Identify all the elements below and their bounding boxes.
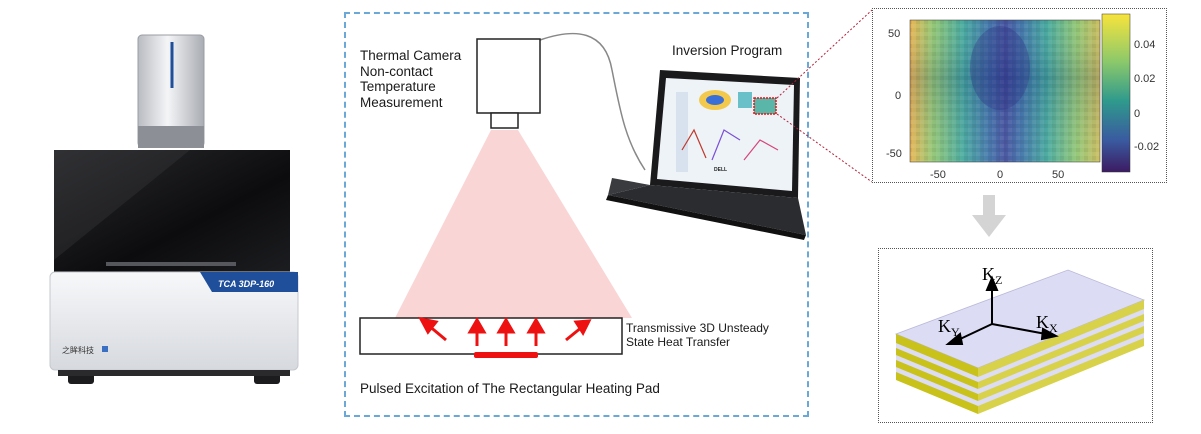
y-tick: -50 (886, 148, 902, 160)
blue-accent (200, 272, 298, 292)
colorbar-tick: 0 (1134, 108, 1140, 120)
colorbar-tick: -0.02 (1134, 141, 1159, 153)
axis-label-z: KZ (982, 264, 1002, 287)
laptop: DELL (606, 70, 806, 240)
y-tick: 0 (895, 90, 901, 102)
callout-line-bottom (776, 113, 873, 183)
callout-line-top (776, 9, 873, 99)
heating-pad-label: Pulsed Excitation of The Rectangular Hea… (360, 381, 660, 396)
axis-y (957, 323, 993, 341)
heatmap-thumbnail (753, 97, 777, 115)
axis-label-y: KY (938, 316, 960, 339)
colorbar-tick: 0.02 (1134, 73, 1155, 85)
brand-logo-icon (102, 346, 108, 352)
thermal-camera-body (476, 38, 541, 114)
experiment-schematic-panel (344, 12, 809, 417)
x-tick: 50 (1052, 169, 1064, 181)
y-tick: 50 (888, 28, 900, 40)
thermal-view-cone (395, 130, 632, 318)
program-label: Inversion Program (672, 43, 783, 58)
heating-pad (474, 352, 538, 358)
model-label: TCA 3DP-160 (218, 279, 274, 289)
camera-cable (539, 32, 646, 171)
brand-text: 之眸科技 (62, 345, 94, 355)
camera-label: Thermal Camera Non-contact Temperature M… (360, 48, 462, 110)
axis-label-x: KX (1036, 312, 1058, 335)
layer-front-face (896, 300, 1144, 414)
heat-transfer-label: Transmissive 3D Unsteady State Heat Tran… (626, 321, 769, 349)
heat-flow-arrows (418, 316, 592, 346)
heatmap-plot: 50 0 -50 -50 0 50 0.04 0.02 0 -0.02 (886, 13, 1159, 181)
instrument-device: TCA 3DP-160 之眸科技 (49, 34, 299, 384)
axis-x (991, 323, 1047, 335)
down-arrow-icon (972, 195, 1006, 237)
layered-sample: KZ KX KY (894, 264, 1146, 414)
colorbar-tick: 0.04 (1134, 39, 1155, 51)
laptop-brand: DELL (714, 167, 727, 173)
black-housing (54, 150, 290, 272)
x-tick: 0 (997, 169, 1003, 181)
x-tick: -50 (930, 169, 946, 181)
colorbar (1101, 13, 1131, 173)
laptop-keyboard (608, 185, 806, 235)
thermal-camera-lens (490, 112, 519, 129)
